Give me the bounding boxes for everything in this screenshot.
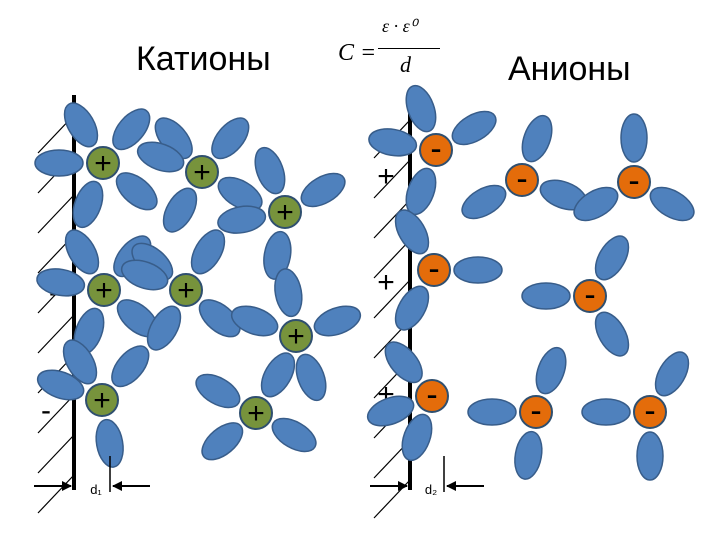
cation-solvated-ion: + (228, 267, 365, 405)
anion-solvated-ion: - (582, 347, 695, 480)
solvent-molecule (110, 166, 163, 217)
anion-charge-sign: - (428, 250, 439, 288)
anion-charge-sign: - (628, 162, 639, 200)
cation-solvated-ion: + (118, 225, 247, 356)
cation-charge-sign: + (193, 156, 211, 189)
solvent-molecule (205, 112, 256, 165)
solvent-molecule (105, 340, 156, 393)
solvent-molecule (589, 231, 636, 286)
cation-charge-sign: + (95, 274, 113, 307)
anion-solvated-ion: - (522, 231, 635, 362)
cation-solvated-ion: + (216, 144, 351, 282)
cation-solvated-ion: + (35, 98, 163, 232)
solvent-molecule (157, 183, 204, 238)
solvent-molecule (296, 167, 351, 214)
cation-solvated-ion: + (34, 335, 156, 470)
cation-charge-sign: + (177, 274, 195, 307)
solvated-ions: ++++++++-------- (34, 82, 700, 482)
solvent-molecule (185, 225, 232, 280)
solvent-molecule (35, 150, 83, 176)
solvent-molecule (255, 348, 302, 403)
solvent-molecule (621, 114, 647, 162)
solvent-molecule (582, 399, 630, 425)
cation-charge-sign: + (276, 196, 294, 229)
left-electrode-charge-sign: - (41, 394, 51, 427)
d1-label: d₁ (90, 482, 102, 497)
cation-charge-sign: + (247, 397, 265, 430)
dimension-markers: d₁ d₂ (34, 456, 484, 497)
anion-charge-sign: - (430, 130, 441, 168)
left-electrode-hatch (38, 475, 74, 513)
d2-label: d₂ (425, 482, 437, 497)
solvent-molecule (457, 179, 512, 226)
anion-charge-sign: - (426, 376, 437, 414)
left-electrode-hatch (38, 195, 74, 233)
solvent-molecule (454, 257, 502, 283)
solvent-molecule (468, 399, 516, 425)
d2-arrowhead-right (446, 481, 456, 491)
solvent-molecule (267, 412, 322, 459)
anion-solvated-ion: - (569, 114, 700, 227)
solvent-molecule (517, 112, 558, 166)
left-electrode-hatch (38, 435, 74, 473)
anion-solvated-ion: - (468, 344, 571, 482)
solvent-molecule (511, 429, 545, 481)
anion-charge-sign: - (516, 160, 527, 198)
solvent-molecule (447, 105, 502, 152)
solvent-molecule (35, 265, 87, 299)
solvent-molecule (637, 432, 663, 480)
solvent-molecule (196, 416, 249, 467)
solvent-molecule (310, 301, 364, 342)
right-electrode-charge-sign: + (377, 160, 395, 193)
d1-arrowhead-right (112, 481, 122, 491)
solvent-molecule (191, 368, 246, 415)
solvent-molecule (522, 283, 570, 309)
solvent-molecule (389, 281, 436, 336)
solvent-molecule (589, 307, 636, 362)
cation-charge-sign: + (287, 320, 305, 353)
anion-charge-sign: - (584, 276, 595, 314)
anion-charge-sign: - (530, 392, 541, 430)
cation-charge-sign: + (94, 147, 112, 180)
d2-arrowhead-left (398, 481, 408, 491)
cation-charge-sign: + (93, 384, 111, 417)
right-electrode-charge-sign: + (377, 266, 395, 299)
anion-charge-sign: - (644, 392, 655, 430)
solvent-molecule (291, 350, 332, 404)
solvent-molecule (531, 344, 572, 398)
anion-solvated-ion: - (389, 205, 502, 336)
solvent-molecule (645, 181, 700, 228)
solvent-molecule (649, 347, 696, 402)
solvent-molecule (401, 82, 442, 136)
